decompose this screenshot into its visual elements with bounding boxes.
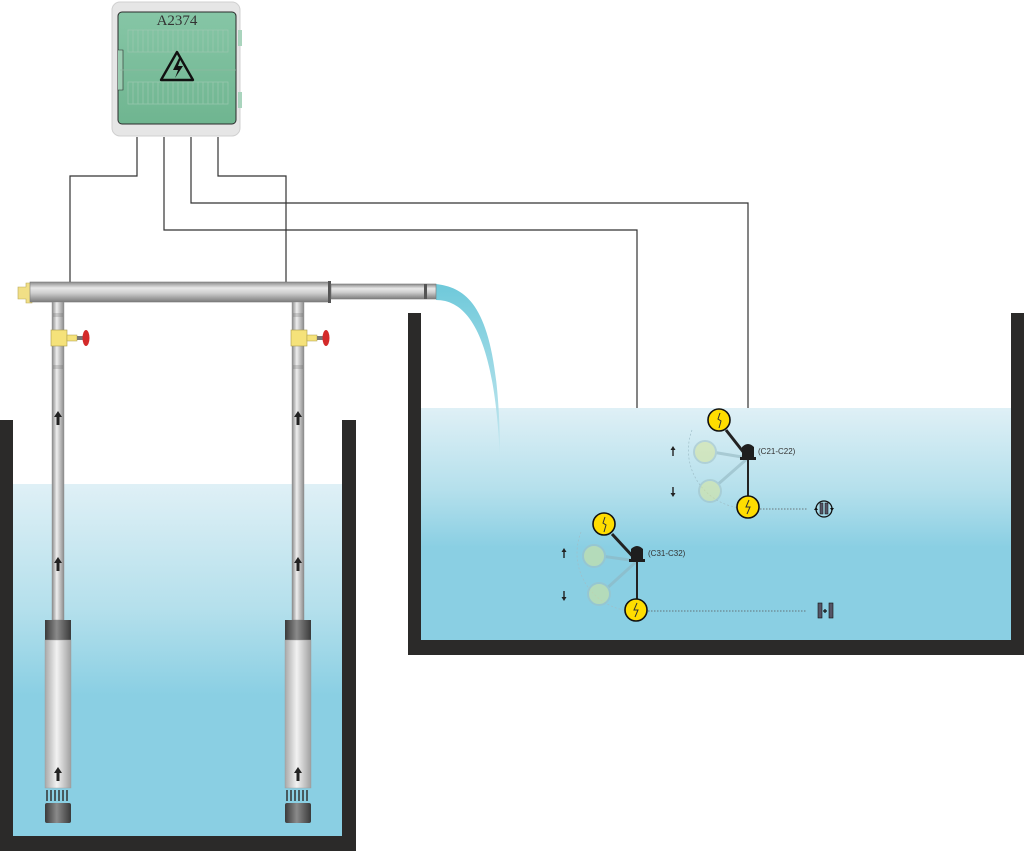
float-label: (C31-C32) <box>648 549 686 558</box>
pump-2 <box>284 301 330 823</box>
tank-wall-right <box>1011 313 1024 655</box>
flow-arrow-up-icon <box>54 767 62 781</box>
breaker-rail-top <box>127 29 229 53</box>
tank-floor <box>408 640 1024 655</box>
float-ghost-position <box>693 440 749 503</box>
float-switch-c21-c22: (C21-C22) <box>670 408 834 519</box>
wire-float-c31 <box>163 137 638 548</box>
flow-arrow-up-icon <box>54 411 62 425</box>
pump-intake-screen <box>46 790 68 801</box>
control-box: A2374 <box>111 1 242 137</box>
wiring <box>69 137 749 548</box>
float-switch-c31-c32: (C31-C32) <box>561 512 834 622</box>
wire-float-c21 <box>190 137 749 447</box>
gate-valve <box>50 329 90 347</box>
flow-arrow-up-icon <box>54 557 62 571</box>
pump-1 <box>44 301 90 823</box>
level-down-arrow-icon <box>561 591 567 601</box>
water-jet <box>436 284 500 460</box>
alternating-pumps-icon <box>814 500 834 518</box>
gate-valve <box>290 329 330 347</box>
level-up-arrow-icon <box>561 548 567 558</box>
breaker-rail-bottom <box>127 81 229 105</box>
tank-wall-left <box>408 313 421 655</box>
pump-plus-pump-icon <box>817 602 834 619</box>
storage-tank <box>408 313 1024 655</box>
valve-handle[interactable] <box>82 330 90 346</box>
pump-motor <box>44 639 72 789</box>
pump-head <box>45 620 71 640</box>
well-floor <box>0 836 356 851</box>
flow-arrow-up-icon <box>294 411 302 425</box>
wire-pump-2 <box>217 137 287 300</box>
riser-pipe <box>51 301 65 621</box>
tank-water <box>421 408 1011 640</box>
well-wall-left <box>0 420 13 851</box>
float-clamp <box>740 444 756 460</box>
valve-handle[interactable] <box>322 330 330 346</box>
discharge-manifold <box>17 281 437 304</box>
level-up-arrow-icon <box>670 446 676 456</box>
float-ghost-position <box>582 544 639 606</box>
wire-pump-1 <box>69 137 138 300</box>
pump-intake-screen <box>286 790 308 801</box>
pump-head <box>285 620 311 640</box>
control-box-label: A2374 <box>157 13 198 29</box>
level-down-arrow-icon <box>670 487 676 497</box>
flow-arrow-up-icon <box>294 557 302 571</box>
flow-arrow-up-icon <box>294 767 302 781</box>
high-voltage-warning-icon <box>159 50 195 82</box>
well-wall-right <box>342 420 356 851</box>
end-cap <box>17 282 33 304</box>
riser-pipe <box>291 301 305 621</box>
pump-motor <box>284 639 312 789</box>
float-label: (C21-C22) <box>758 447 796 456</box>
float-clamp <box>629 546 645 562</box>
